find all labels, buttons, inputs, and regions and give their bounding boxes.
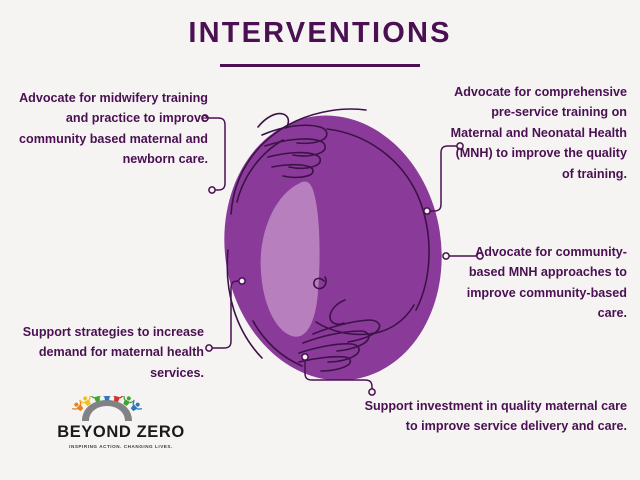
dot-investment-text — [368, 388, 376, 396]
dot-demand-text — [205, 344, 213, 352]
callout-quality-maternal-care-investment: Support investment in quality maternal c… — [364, 399, 627, 434]
dot-midwifery-body — [208, 186, 216, 194]
embracing-hands-line-art — [226, 108, 430, 372]
callout-community-based-mnh: Advocate for community-based MNH approac… — [466, 245, 627, 321]
title-underline-rule — [220, 63, 420, 67]
page-title-block: INTERVENTIONS — [0, 17, 640, 67]
callout-demand-for-services: Support strategies to increase demand fo… — [22, 325, 204, 380]
dot-investment-body — [301, 353, 309, 361]
connector-end-dots — [201, 114, 484, 396]
callout-pre-service-training: Advocate for comprehensive pre-service t… — [450, 85, 627, 181]
logo-figures — [71, 396, 143, 412]
dot-demand-body — [238, 277, 246, 285]
connector-demand — [210, 280, 241, 349]
dot-community-body — [442, 252, 450, 260]
beyond-zero-arch-icon — [71, 396, 143, 421]
dot-preservice-body — [423, 207, 431, 215]
connector-investment — [304, 360, 373, 390]
callout-midwifery-training: Advocate for midwifery training and prac… — [19, 91, 208, 167]
connector-lines — [206, 117, 479, 390]
beyond-zero-logo: BEYOND ZERO INSPIRING ACTION. CHANGING L… — [48, 396, 194, 449]
connector-midwifery — [206, 117, 226, 191]
womb-body-icon — [224, 115, 442, 381]
page-title: INTERVENTIONS — [188, 17, 452, 49]
logo-tagline: INSPIRING ACTION. CHANGING LIVES. — [69, 444, 173, 450]
logo-wordmark: BEYOND ZERO — [57, 423, 185, 441]
